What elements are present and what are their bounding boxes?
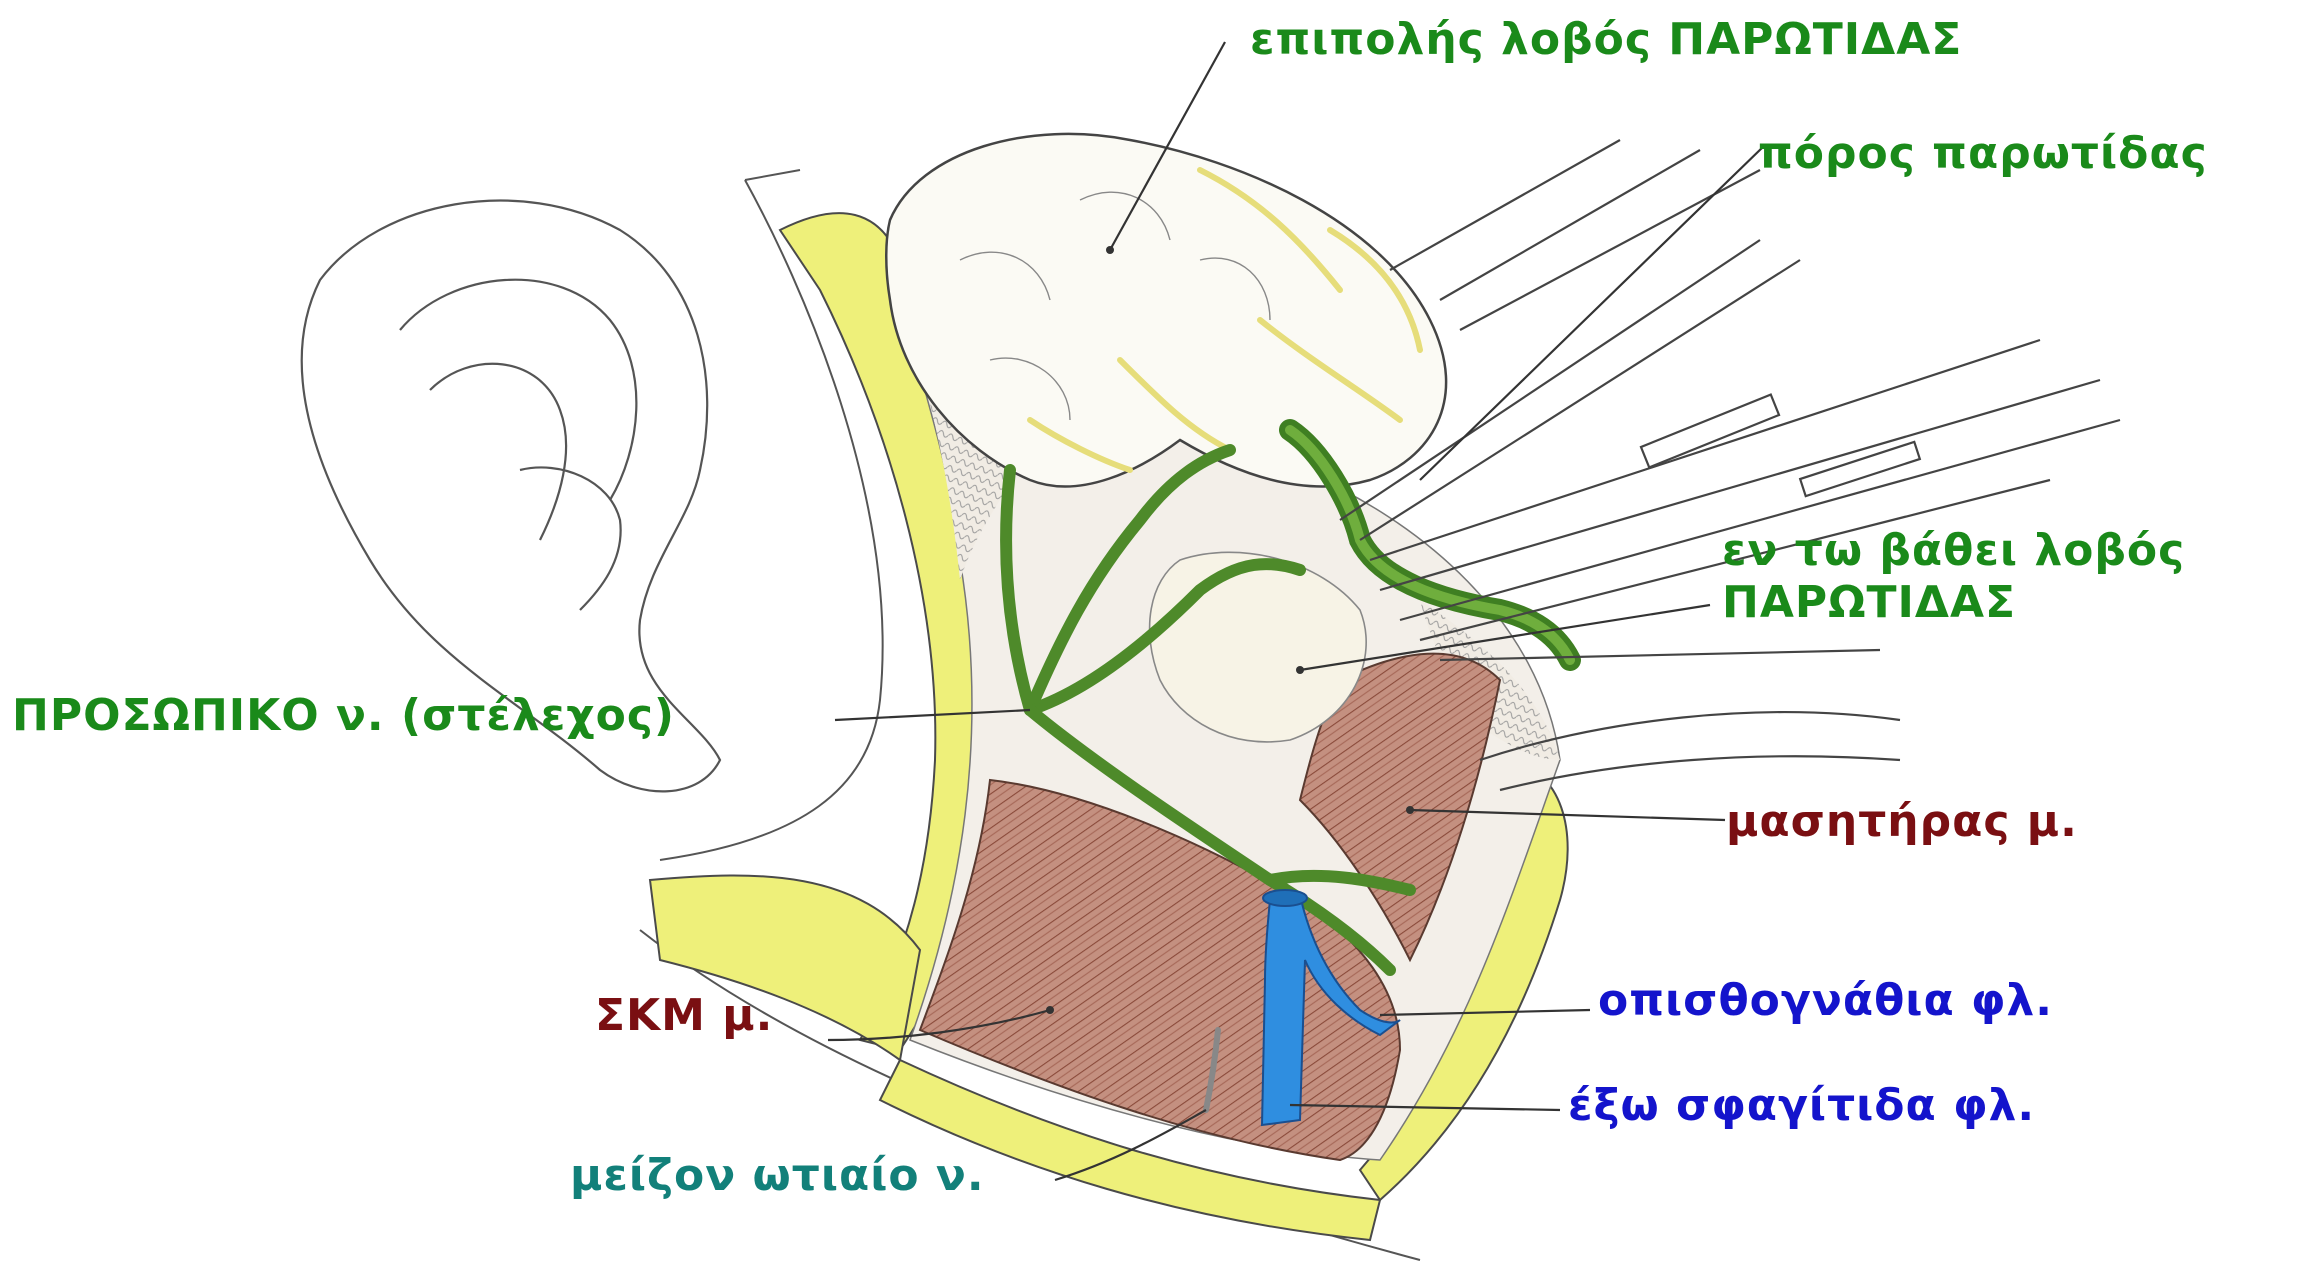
label-line-1: εν τω βάθει λοβός — [1722, 525, 2185, 577]
label-parotid-duct: πόρος παρωτίδας — [1758, 128, 2208, 180]
label-text: μείζον ωτιαίο ν. — [570, 1150, 985, 1202]
label-text: ΠΡΟΣΩΠΙΚΟ ν. (στέλεχος) — [12, 690, 675, 742]
label-line-2: ΠΑΡΩΤΙΔΑΣ — [1722, 577, 2185, 629]
label-text: επιπολής λοβός ΠΑΡΩΤΙΔΑΣ — [1250, 14, 1962, 66]
label-great-auricular-nerve: μείζον ωτιαίο ν. — [570, 1150, 985, 1202]
label-text: πόρος παρωτίδας — [1758, 128, 2208, 180]
superficial-parotid-lobe — [886, 134, 1446, 487]
label-text: ΣΚΜ μ. — [595, 990, 773, 1042]
label-superficial-parotid-lobe: επιπολής λοβός ΠΑΡΩΤΙΔΑΣ — [1250, 14, 1962, 66]
label-scm-muscle: ΣΚΜ μ. — [595, 990, 773, 1042]
retromandibular-vein-opening — [1263, 890, 1307, 906]
label-masseter-muscle: μασητήρας μ. — [1726, 796, 2078, 848]
label-text: οπισθογνάθια φλ. — [1598, 975, 2053, 1027]
label-deep-parotid-lobe: εν τω βάθει λοβός ΠΑΡΩΤΙΔΑΣ — [1722, 525, 2185, 629]
label-facial-nerve-trunk: ΠΡΟΣΩΠΙΚΟ ν. (στέλεχος) — [12, 690, 675, 742]
label-external-jugular-vein: έξω σφαγίτιδα φλ. — [1568, 1080, 2035, 1132]
label-text: έξω σφαγίτιδα φλ. — [1568, 1080, 2035, 1132]
label-text: μασητήρας μ. — [1726, 796, 2078, 848]
label-retromandibular-vein: οπισθογνάθια φλ. — [1598, 975, 2053, 1027]
